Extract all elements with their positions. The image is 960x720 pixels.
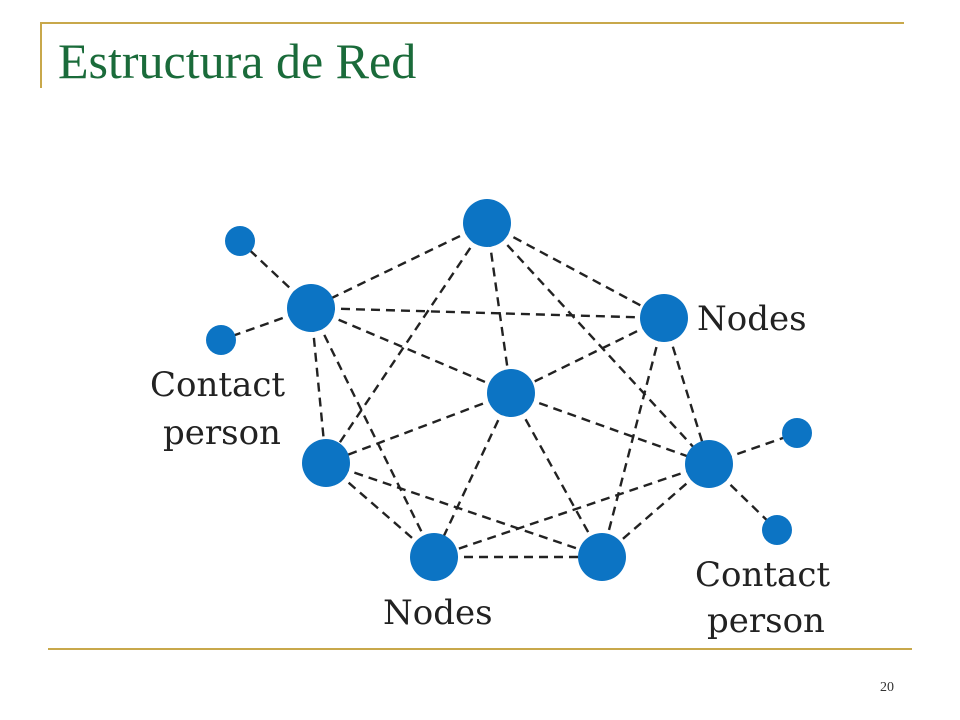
- contact-person-label-right-line1: Contact: [695, 555, 830, 595]
- edge-upperRight-midRight: [662, 317, 711, 465]
- nodes-label-right: Nodes: [697, 299, 807, 339]
- contact-node-c1: [225, 226, 255, 256]
- network-node-center: [487, 369, 535, 417]
- edge-center-bottomRight: [509, 392, 604, 558]
- network-node-top: [463, 199, 511, 247]
- edge-top-upperLeft: [310, 221, 488, 310]
- network-nodes: [206, 199, 812, 581]
- contact-person-label-left-line1: Contact: [150, 365, 285, 405]
- edge-center-bottomLeft: [432, 392, 513, 558]
- contact-node-c2: [206, 325, 236, 355]
- edge-top-midRight: [486, 222, 710, 465]
- edge-upperLeft-bottomLeft: [309, 307, 436, 558]
- left-rule: [40, 22, 42, 88]
- contact-person-label-left-line2: person: [163, 413, 281, 453]
- edge-upperLeft-midLeft: [309, 307, 328, 464]
- network-node-upperRight: [640, 294, 688, 342]
- edge-upperLeft-upperRight: [310, 306, 665, 320]
- network-node-midRight: [685, 440, 733, 488]
- edge-top-center: [485, 222, 513, 394]
- edge-midLeft-bottomRight: [325, 461, 603, 559]
- bottom-rule: [48, 648, 912, 650]
- edge-midRight-bottomLeft: [433, 462, 710, 559]
- edge-top-upperRight: [486, 221, 665, 320]
- edge-upperRight-bottomRight: [600, 317, 666, 558]
- contact-person-label-right-line2: person: [707, 601, 825, 641]
- network-node-upperLeft: [287, 284, 335, 332]
- network-node-midLeft: [302, 439, 350, 487]
- top-rule: [40, 22, 904, 24]
- edge-center-midRight: [510, 391, 710, 466]
- edge-top-midLeft: [325, 222, 488, 464]
- network-node-bottomRight: [578, 533, 626, 581]
- contact-node-c4: [762, 515, 792, 545]
- edge-upperRight-center: [510, 316, 665, 395]
- slide-title: Estructura de Red: [58, 33, 417, 89]
- network-node-bottomLeft: [410, 533, 458, 581]
- contact-node-c3: [782, 418, 812, 448]
- edge-center-midLeft: [325, 391, 512, 465]
- edge-upperLeft-center: [310, 306, 512, 395]
- nodes-label-bottom: Nodes: [383, 593, 493, 633]
- page-number: 20: [880, 680, 894, 695]
